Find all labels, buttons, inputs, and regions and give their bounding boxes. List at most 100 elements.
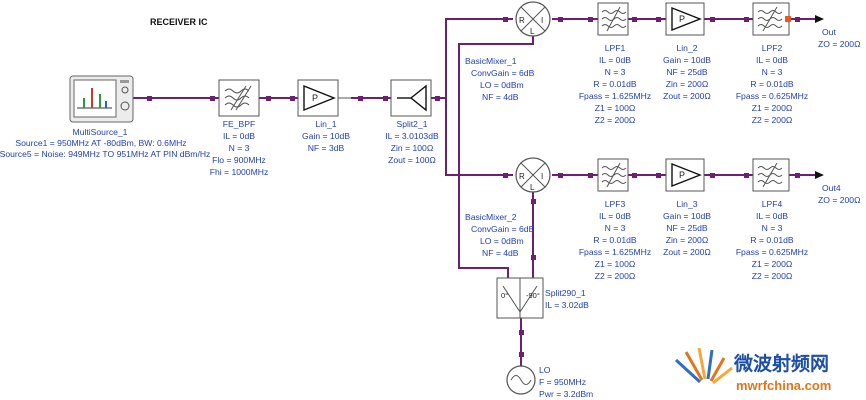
lpf3-block[interactable]	[597, 158, 629, 192]
watermark-url: mwrfchina.com	[736, 378, 831, 393]
lin3-name: Lin_3	[676, 199, 697, 209]
lpf4-name: LPF4	[762, 199, 783, 209]
lin2-amplifier-block[interactable]: P	[665, 2, 705, 36]
lin3-param: Zout = 200Ω	[663, 247, 711, 257]
lin1-name: Lin_1	[315, 119, 336, 129]
out-name: Out	[822, 27, 836, 37]
mixer2-name: BasicMixer_2	[465, 212, 517, 222]
lin2-param: Zin = 200Ω	[666, 79, 709, 89]
mixer2-block[interactable]: R I L	[515, 157, 551, 193]
lin2-name: Lin_2	[676, 43, 697, 53]
lo-name: LO	[539, 365, 551, 375]
split290-il: IL = 3.02dB	[545, 300, 589, 310]
lowpass-filter-icon	[757, 6, 783, 32]
lpf3-param: Fpass = 1.625MHz	[579, 247, 651, 257]
lpf2-block[interactable]	[752, 2, 791, 36]
sine-wave-icon	[510, 375, 532, 385]
mixer-x-icon	[520, 162, 546, 188]
split2-param: Zin = 100Ω	[391, 143, 434, 153]
lowpass-filter-icon	[601, 162, 627, 188]
split290-port-90deg: -90°	[526, 291, 540, 300]
lpf4-param: Z1 = 200Ω	[752, 259, 793, 269]
fe-bpf-param: Flo = 900MHz	[212, 155, 266, 165]
lpf3-param: Z2 = 200Ω	[595, 271, 636, 281]
lpf1-param: IL = 0dB	[599, 55, 631, 65]
lo-source-block[interactable]	[506, 365, 536, 395]
multisource-block[interactable]	[69, 75, 134, 123]
amplifier-symbol: P	[312, 93, 318, 103]
lpf1-param: N = 3	[605, 67, 626, 77]
lpf4-param: Fpass = 0.625MHz	[736, 247, 808, 257]
lpf2-param: R = 0.01dB	[750, 79, 794, 89]
lpf3-name: LPF3	[605, 199, 626, 209]
mixer2-port-l: L	[530, 183, 535, 192]
split290-block[interactable]: 0° -90°	[496, 277, 544, 319]
lpf4-param: Z2 = 200Ω	[752, 271, 793, 281]
output-arrow-icon	[815, 171, 824, 179]
selected-pin-marker[interactable]	[785, 16, 791, 22]
lpf2-param: Fpass = 0.625MHz	[736, 91, 808, 101]
lin1-amplifier-block[interactable]: P	[297, 79, 351, 117]
split2-block[interactable]	[390, 79, 432, 117]
wire-pins	[147, 17, 800, 357]
output-arrow-icon	[815, 15, 824, 23]
mixer2-param: ConvGain = 6dB	[471, 224, 535, 234]
split290-name: Split290_1	[545, 288, 586, 298]
mixer1-block[interactable]: R I L	[515, 1, 551, 37]
lin3-param: Zin = 200Ω	[666, 235, 709, 245]
splitter-icon	[397, 84, 427, 112]
fe-bpf-param: Fhi = 1000MHz	[210, 167, 269, 177]
multisource-source5: Source5 = Noise: 949MHz TO 951MHz AT PIN…	[0, 149, 210, 159]
lpf2-param: Z2 = 200Ω	[752, 115, 793, 125]
lpf3-param: Z1 = 100Ω	[595, 259, 636, 269]
sunburst-logo-icon	[674, 347, 733, 385]
amplifier-icon	[303, 84, 336, 112]
amplifier-icon	[671, 162, 702, 188]
out4-port[interactable]	[815, 171, 824, 179]
lin3-param: Gain = 10dB	[663, 211, 711, 221]
watermark-logo: 微波射频网 mwrfchina.com	[674, 347, 831, 393]
watermark-chinese: 微波射频网	[733, 352, 829, 375]
mixer1-port-i: I	[541, 16, 543, 25]
fe-bpf-param: IL = 0dB	[223, 131, 255, 141]
lpf4-param: N = 3	[762, 223, 783, 233]
lpf2-param: IL = 0dB	[756, 55, 788, 65]
split290-port-0deg: 0°	[501, 291, 508, 300]
lin3-amplifier-block[interactable]: P	[665, 158, 705, 192]
mixer1-name: BasicMixer_1	[465, 56, 517, 66]
amplifier-icon	[671, 6, 702, 32]
out-impedance: ZO = 200Ω	[818, 39, 861, 49]
mixer2-param: NF = 4dB	[482, 248, 519, 258]
mixer1-port-l: L	[530, 27, 535, 36]
lin2-param: Zout = 200Ω	[663, 91, 711, 101]
lpf4-block[interactable]	[752, 158, 790, 192]
lpf1-param: Fpass = 1.625MHz	[579, 91, 651, 101]
lin3-param: NF = 25dB	[666, 223, 708, 233]
lowpass-filter-icon	[601, 6, 627, 32]
mixer1-param: LO = 0dBm	[480, 80, 524, 90]
lowpass-filter-icon	[757, 162, 783, 188]
fe-bpf-param: N = 3	[229, 143, 250, 153]
fe-bpf-block[interactable]	[218, 79, 260, 117]
amplifier-symbol: P	[679, 14, 685, 24]
mixer2-param: LO = 0dBm	[480, 236, 524, 246]
lpf3-param: IL = 0dB	[599, 211, 631, 221]
lpf1-block[interactable]	[597, 2, 629, 36]
lpf3-param: R = 0.01dB	[593, 235, 637, 245]
multisource-source1: Source1 = 950MHz AT -80dBm, BW: 0.6MHz	[15, 138, 186, 148]
out-port[interactable]	[815, 15, 824, 23]
lin2-param: Gain = 10dB	[663, 55, 711, 65]
lpf2-param: N = 3	[762, 67, 783, 77]
lpf1-name: LPF1	[605, 43, 626, 53]
lpf1-param: Z1 = 100Ω	[595, 103, 636, 113]
out4-name: Out4	[822, 183, 841, 193]
lpf3-param: N = 3	[605, 223, 626, 233]
diagram-title: RECEIVER IC	[150, 17, 208, 27]
split2-param: IL = 3.0103dB	[385, 131, 439, 141]
lin1-param: NF = 3dB	[308, 143, 345, 153]
lpf2-param: Z1 = 200Ω	[752, 103, 793, 113]
mixer1-param: NF = 4dB	[482, 92, 519, 102]
lpf4-param: IL = 0dB	[756, 211, 788, 221]
lpf1-param: R = 0.01dB	[593, 79, 637, 89]
lpf2-name: LPF2	[762, 43, 783, 53]
